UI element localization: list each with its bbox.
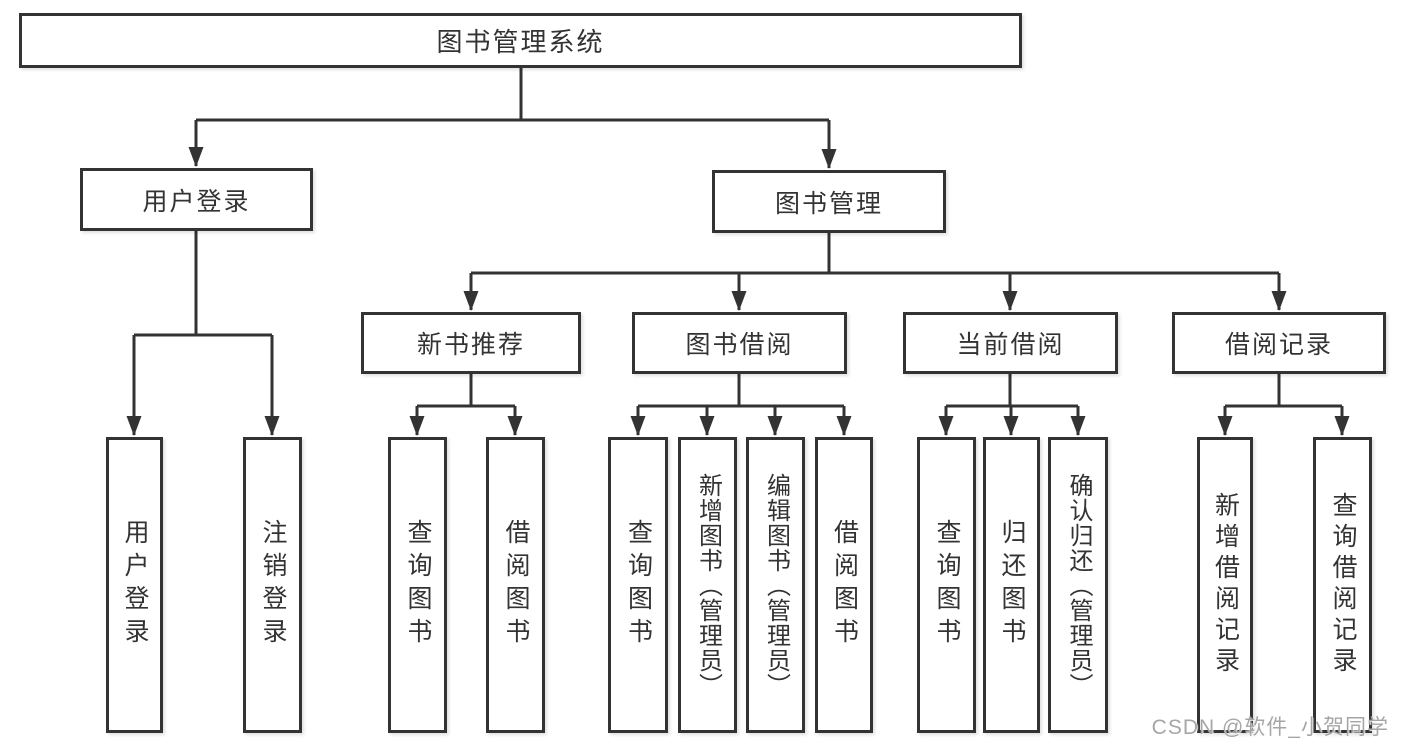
leaf-return-books: 归还图书	[983, 437, 1040, 733]
node-current-borrowing: 当前借阅	[903, 312, 1118, 374]
node-book-management: 图书管理	[712, 170, 946, 233]
leaf-borrow-books-recommend: 借阅图书	[486, 437, 545, 733]
leaf-add-books-admin: 新增图书（管理员）	[678, 437, 737, 733]
node-user-login: 用户登录	[80, 168, 313, 231]
csdn-watermark: CSDN @软件_小贺同学	[1151, 716, 1389, 739]
node-library-management-system: 图书管理系统	[19, 13, 1022, 68]
leaf-add-borrow-record: 新增借阅记录	[1197, 437, 1253, 733]
leaf-logout: 注销登录	[243, 437, 302, 733]
leaf-query-books-current: 查询图书	[917, 437, 976, 733]
leaf-user-login: 用户登录	[106, 437, 163, 733]
node-borrowing-records: 借阅记录	[1172, 312, 1386, 374]
leaf-edit-books-admin: 编辑图书（管理员）	[746, 437, 805, 733]
node-new-book-recommendation: 新书推荐	[361, 312, 581, 374]
node-book-borrowing: 图书借阅	[632, 312, 847, 374]
leaf-query-borrow-record: 查询借阅记录	[1313, 437, 1372, 733]
leaf-borrow-books: 借阅图书	[815, 437, 873, 733]
leaf-confirm-return-admin: 确认归还（管理员）	[1048, 437, 1108, 733]
leaf-query-books-recommend: 查询图书	[388, 437, 447, 733]
leaf-query-books-borrow: 查询图书	[608, 437, 668, 733]
